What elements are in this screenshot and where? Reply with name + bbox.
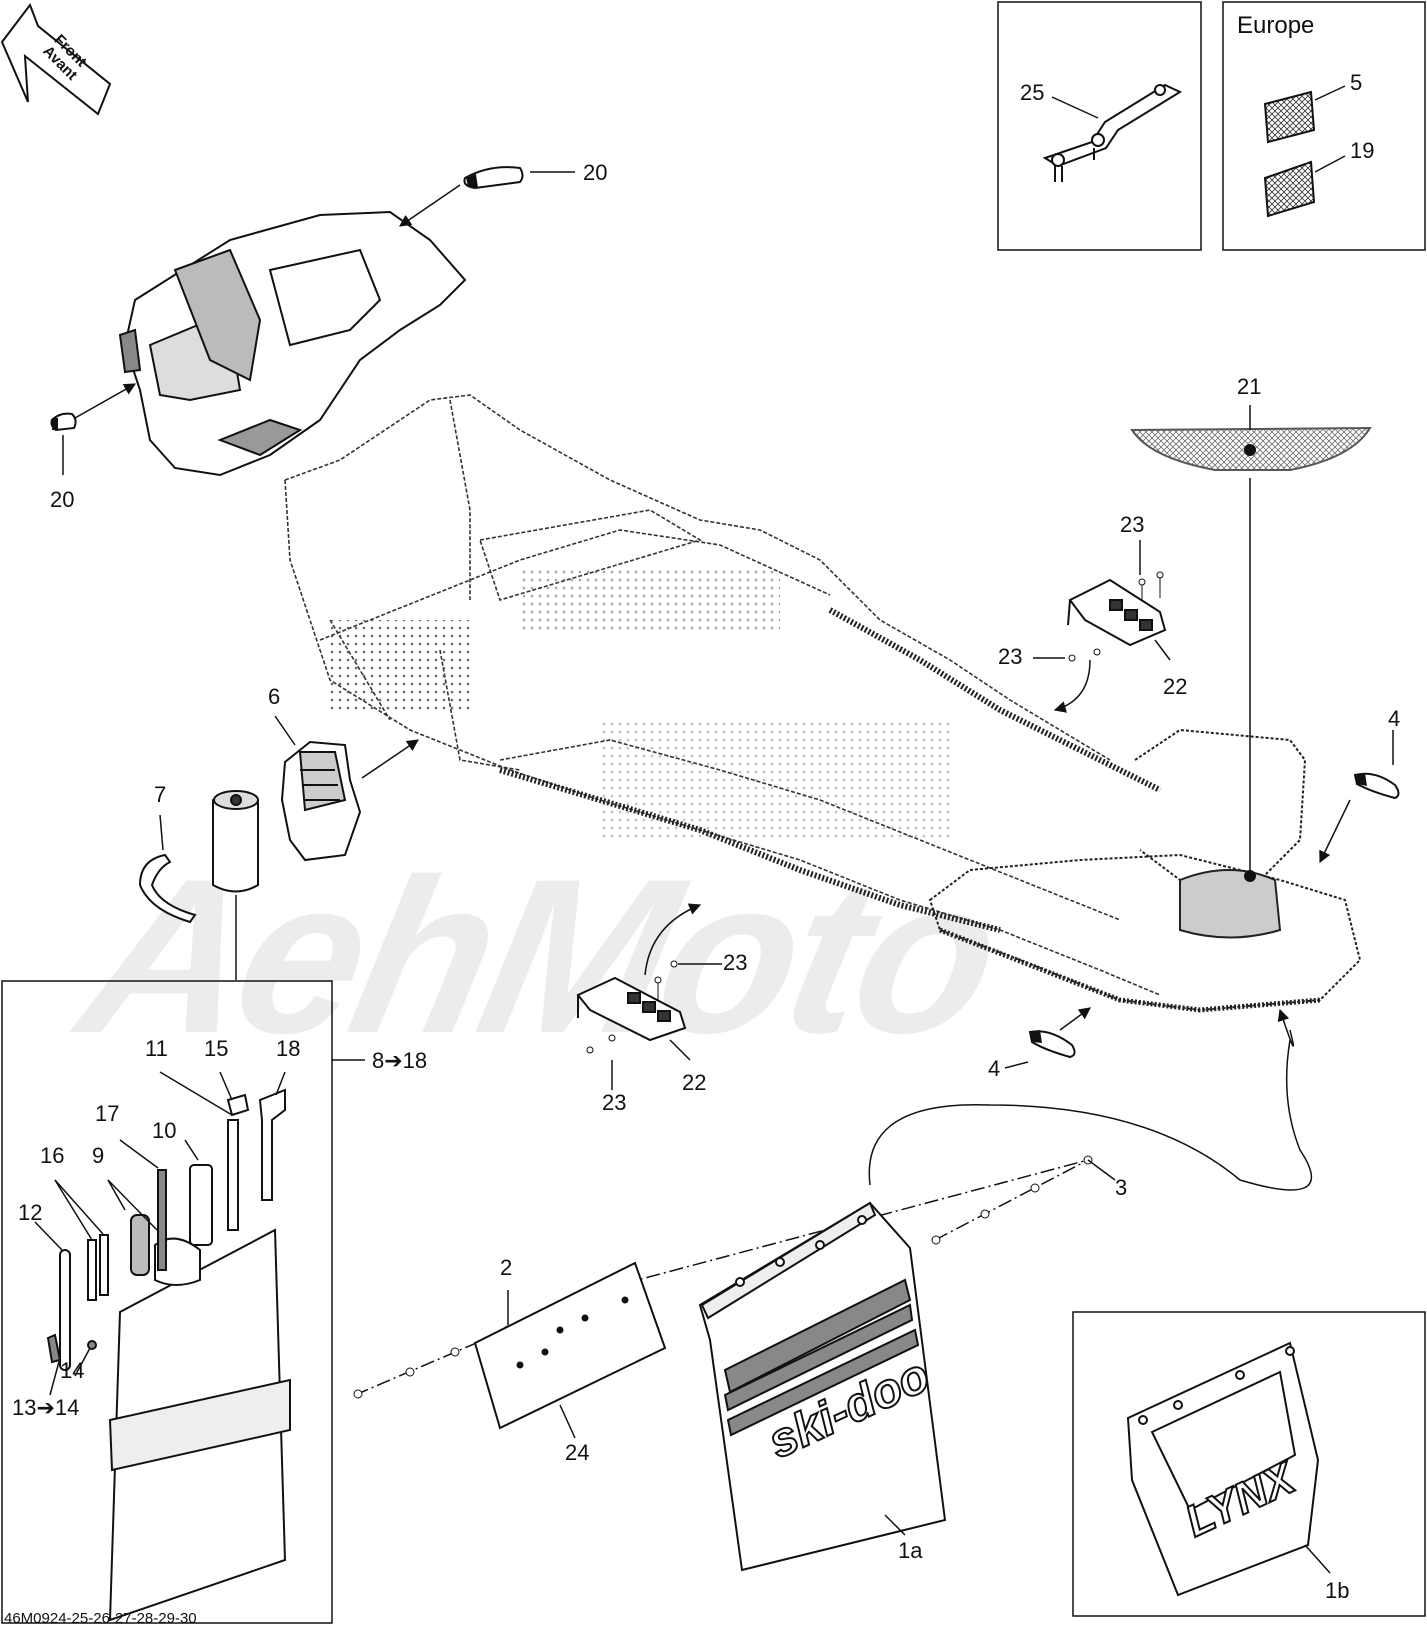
callout-20-left: 20 — [50, 487, 75, 512]
callout-22-b: 22 — [682, 1070, 707, 1095]
footrest-part-22-upper — [1067, 578, 1167, 647]
callout-1a: 1a — [898, 1538, 923, 1563]
callout-7: 7 — [154, 782, 167, 807]
europe-inset-box — [1222, 1, 1426, 251]
callout-22-a: 22 — [1163, 674, 1188, 699]
callout-11: 11 — [145, 1036, 168, 1061]
callout-10: 10 — [152, 1118, 177, 1143]
callout-25: 25 — [1020, 80, 1045, 105]
toolkit-tools — [46, 1088, 291, 1622]
callout-12: 12 — [18, 1200, 43, 1225]
callout-21: 21 — [1237, 374, 1262, 399]
toolkit-inset-box — [1, 980, 333, 1624]
callout-23-a: 23 — [1120, 512, 1145, 537]
callout-17: 17 — [95, 1101, 120, 1126]
callout-16: 16 — [40, 1143, 65, 1168]
box-part-6 — [280, 740, 362, 862]
callout-13-14: 13➔14 — [12, 1395, 80, 1420]
callout-5: 5 — [1350, 70, 1363, 95]
diagram-code: 46M0924-25-26-27-28-29-30 — [4, 1610, 197, 1627]
callout-9: 9 — [92, 1143, 105, 1168]
callout-15: 15 — [204, 1036, 229, 1061]
callout-4-right: 4 — [1388, 706, 1401, 731]
callout-1b: 1b — [1325, 1578, 1350, 1603]
snowflap-part-1b — [1126, 1341, 1320, 1597]
toolkit-pouch — [212, 790, 259, 893]
backing-plate-part-24 — [473, 1261, 667, 1430]
bracket-inset-box — [997, 1, 1202, 251]
lynx-flap-inset-box — [1072, 1311, 1426, 1617]
callout-23-d: 23 — [602, 1090, 627, 1115]
front-direction-arrow — [0, 2, 112, 116]
bracket-part-25 — [1042, 83, 1183, 182]
strap-part-7 — [138, 853, 197, 924]
europe-label-part-19 — [1263, 160, 1316, 218]
europe-box-title: Europe — [1237, 12, 1315, 39]
callout-24: 24 — [565, 1440, 590, 1465]
callout-6: 6 — [268, 684, 281, 709]
callout-14: 14 — [60, 1358, 85, 1383]
callout-20-top: 20 — [583, 160, 608, 185]
callout-23-c: 23 — [723, 950, 748, 975]
snowflap-part-1a — [698, 1201, 947, 1572]
footrest-part-22-lower — [576, 976, 687, 1042]
callout-2: 2 — [500, 1255, 513, 1280]
callout-4-bottom: 4 — [988, 1056, 1001, 1081]
trim-part-20-top — [463, 166, 524, 190]
europe-label-part-5 — [1263, 90, 1316, 144]
callout-8-18: 8➔18 — [372, 1048, 428, 1073]
console-hood-assembly — [118, 210, 467, 477]
callout-23-b: 23 — [998, 644, 1023, 669]
callout-19: 19 — [1350, 138, 1375, 163]
callout-3: 3 — [1115, 1175, 1128, 1200]
callout-18: 18 — [276, 1036, 301, 1061]
rear-bumper-rack — [928, 728, 1362, 1013]
